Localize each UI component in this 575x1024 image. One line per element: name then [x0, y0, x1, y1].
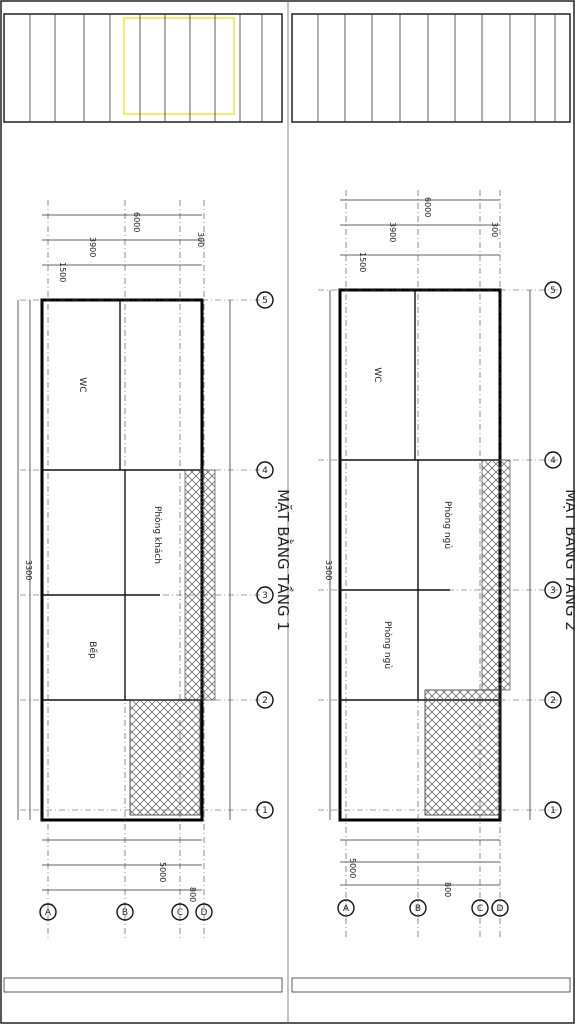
grid-bubbles: [39, 291, 274, 921]
grid-label: 5: [262, 296, 268, 306]
grid-label: A: [45, 908, 52, 918]
plan-title: MẶT BẰNG TẦNG 2: [562, 489, 575, 631]
grid-label: C: [477, 904, 483, 914]
room-label: Phòng ngủ: [442, 501, 453, 549]
room-label: Bếp: [87, 641, 98, 659]
dimension-label: 300: [196, 232, 205, 247]
grid-label: 2: [262, 696, 268, 706]
footer-strip-right: [291, 977, 571, 993]
room-label: Phòng ngủ: [382, 621, 393, 669]
footer-strip-left: [3, 977, 283, 993]
grid-label: 3: [550, 586, 556, 596]
grid-label: 1: [262, 806, 268, 816]
floor-plan-2: MẶT BẰNG TẦNG 2 WC Phòng ngủ Phòng ngủ 6…: [318, 190, 575, 940]
hatch-pattern: [129, 469, 216, 816]
dimension-lines: [329, 199, 531, 886]
hatch-pattern: [424, 459, 511, 816]
title-block-right: [291, 13, 571, 123]
grid-label: 4: [550, 456, 556, 466]
dimension-label: 1500: [58, 262, 67, 282]
dimension-label: 300: [490, 222, 499, 237]
dimension-label: 6000: [423, 197, 432, 217]
grid-label: 2: [550, 696, 556, 706]
dimension-label: 5000: [348, 858, 357, 878]
dimension-label: 1500: [358, 252, 367, 272]
room-label: WC: [77, 377, 87, 392]
grid-label: B: [122, 908, 128, 918]
title-block-left: [3, 13, 283, 123]
title-block-highlight: [123, 17, 235, 115]
interior-walls: [42, 300, 202, 701]
grid-label: D: [497, 904, 504, 914]
grid-label: 1: [550, 806, 556, 816]
dimension-lines: [17, 214, 231, 891]
grid-bubbles: [337, 281, 562, 917]
grid-label: C: [177, 908, 183, 918]
dimension-label: 800: [188, 887, 197, 902]
room-label: Phòng khách: [152, 506, 163, 564]
floor-plan-1: MẶT BẰNG TẦNG 1 WC Phòng khách Bếp 6000 …: [17, 200, 295, 940]
dimension-label: 3900: [388, 222, 397, 242]
grid-label: A: [343, 904, 350, 914]
dimension-label: 3900: [88, 237, 97, 257]
grid-label: 3: [262, 591, 268, 601]
room-label: WC: [372, 367, 382, 382]
grid-label: 4: [262, 466, 268, 476]
dimension-label: 3300: [24, 560, 33, 580]
dimension-label: 5000: [158, 862, 167, 882]
dimension-label: 3300: [324, 560, 333, 580]
grid-label: D: [201, 908, 208, 918]
grid-label: 5: [550, 286, 556, 296]
grid-label: B: [415, 904, 421, 914]
interior-walls: [340, 290, 500, 701]
dimension-label: 800: [443, 882, 452, 897]
plan-title: MẶT BẰNG TẦNG 1: [274, 489, 295, 631]
dimension-label: 6000: [132, 212, 141, 232]
